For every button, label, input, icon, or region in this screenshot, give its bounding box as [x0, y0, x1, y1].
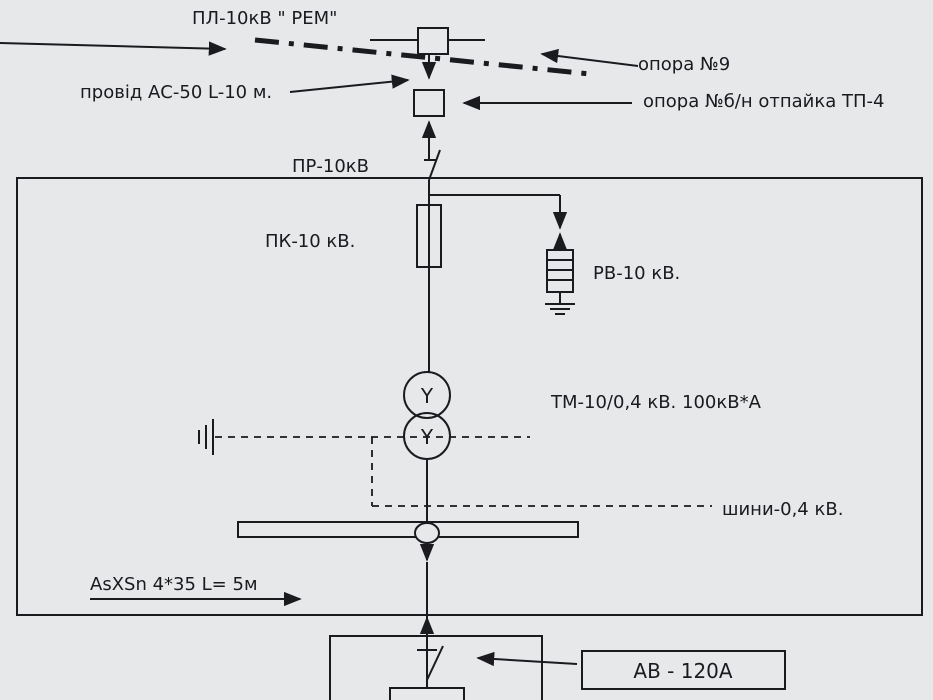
wye-symbol-hv: Y: [420, 384, 434, 408]
pole9-label: опора №9: [638, 54, 730, 75]
pole9-symbol: [417, 27, 449, 55]
breaker-label-box: [581, 650, 786, 690]
pole-branch-label: опора №б/н отпайка ТП-4: [643, 91, 884, 112]
pr10-blade: [428, 149, 441, 181]
busbar-04kv: [237, 521, 579, 538]
transformer-label: ТМ-10/0,4 кВ. 100кВ*А: [550, 392, 762, 413]
breaker-pointer: [476, 651, 578, 667]
incoming-line-arrow: [0, 41, 227, 56]
busbar-label: шини-0,4 кВ.: [722, 499, 843, 520]
pr10-label: ПР-10кВ: [292, 156, 369, 177]
wire-label: провід АС-50 L-10 м.: [80, 82, 272, 103]
breaker-terminal: [389, 687, 465, 700]
busbar-junction: [414, 522, 440, 544]
pole9-pointer: [540, 48, 639, 67]
rv10-label: РВ-10 кВ.: [593, 263, 680, 284]
transformer-hv-winding: [403, 371, 451, 419]
branch-pole-symbol: [413, 89, 445, 117]
substation-enclosure: [16, 177, 923, 616]
pk10-label: ПК-10 кВ.: [265, 231, 355, 252]
overhead-line-dashdot: [254, 37, 591, 77]
breaker-label: АВ - 120А: [633, 659, 733, 683]
wire-pointer: [289, 74, 410, 93]
breaker-cabinet: [329, 635, 543, 700]
breaker-blade: [426, 645, 444, 681]
pl-line-label: ПЛ-10кВ " РЕМ": [192, 8, 337, 29]
cable-label: AsXSn 4*35 L= 5м: [90, 574, 258, 595]
